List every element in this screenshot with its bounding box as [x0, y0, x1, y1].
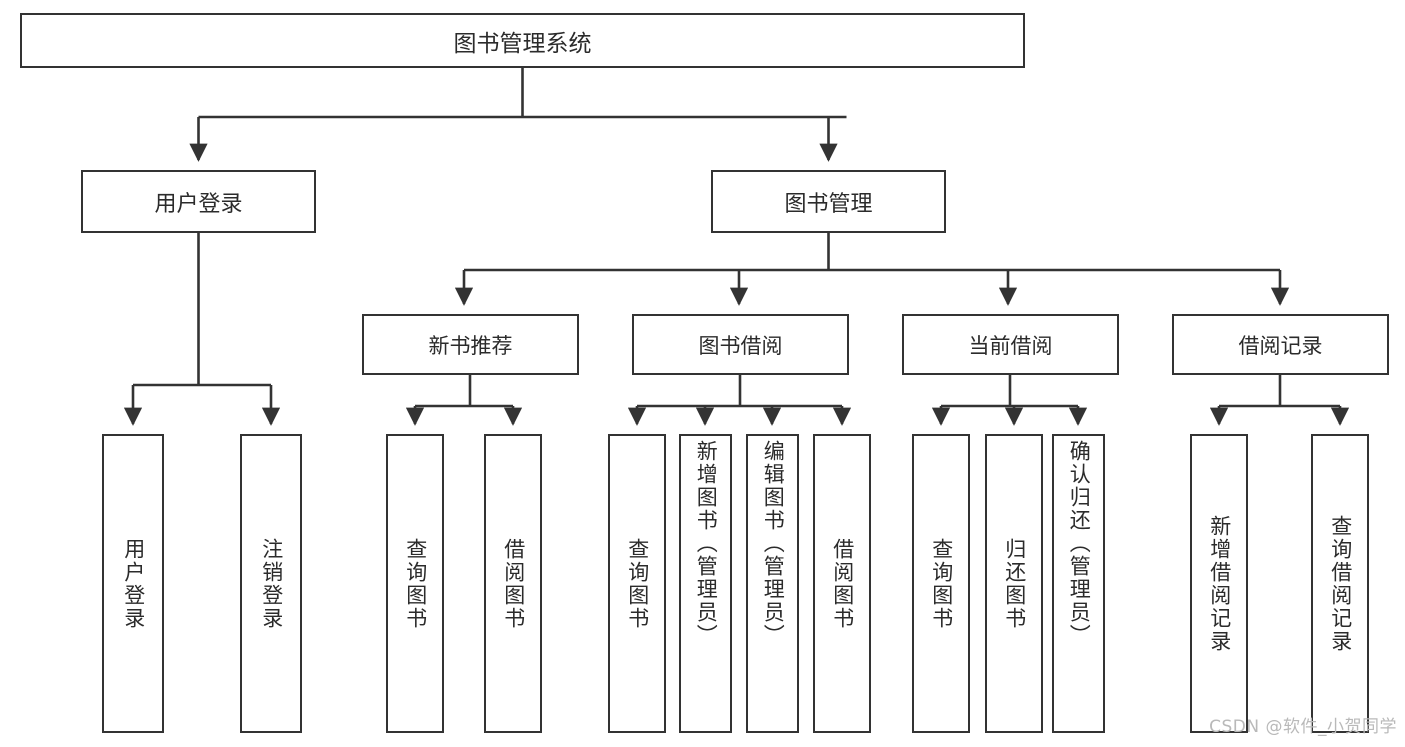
- leaf-node-add-book-admin[interactable]: 新增图书（管理员）: [679, 434, 732, 733]
- leaf-label: 新增图书（管理员）: [694, 440, 719, 647]
- leaf-label: 编辑图书（管理员）: [761, 440, 786, 647]
- node-new-book-recommendation[interactable]: 新书推荐: [362, 314, 579, 375]
- leaf-label: 归还图书: [1002, 537, 1027, 630]
- node-label: 图书管理: [784, 191, 873, 217]
- leaf-label: 查询图书: [403, 537, 428, 630]
- node-label: 图书借阅: [698, 333, 783, 358]
- leaf-label: 用户登录: [121, 537, 146, 630]
- node-label: 用户登录: [154, 191, 243, 217]
- leaf-node-add-borrow-record[interactable]: 新增借阅记录: [1190, 434, 1248, 733]
- node-label: 当前借阅: [968, 333, 1053, 358]
- leaf-node-borrow-book[interactable]: 借阅图书: [813, 434, 871, 733]
- node-root-book-management-system[interactable]: 图书管理系统: [20, 13, 1025, 68]
- leaf-node-user-login[interactable]: 用户登录: [102, 434, 164, 733]
- leaf-node-query-book-borrow[interactable]: 查询图书: [608, 434, 666, 733]
- leaf-node-confirm-return-admin[interactable]: 确认归还（管理员）: [1052, 434, 1105, 733]
- node-borrow-record[interactable]: 借阅记录: [1172, 314, 1389, 375]
- leaf-label: 确认归还（管理员）: [1067, 440, 1092, 647]
- leaf-label: 借阅图书: [501, 537, 526, 630]
- leaf-node-query-borrow-record[interactable]: 查询借阅记录: [1311, 434, 1369, 733]
- leaf-node-logout[interactable]: 注销登录: [240, 434, 302, 733]
- node-label: 图书管理系统: [453, 30, 592, 57]
- leaf-node-return-book[interactable]: 归还图书: [985, 434, 1043, 733]
- node-book-management[interactable]: 图书管理: [711, 170, 946, 233]
- leaf-label: 新增借阅记录: [1207, 514, 1232, 653]
- leaf-label: 借阅图书: [830, 537, 855, 630]
- node-book-borrow[interactable]: 图书借阅: [632, 314, 849, 375]
- leaf-label: 查询图书: [929, 537, 954, 630]
- node-label: 借阅记录: [1238, 333, 1323, 358]
- node-label: 新书推荐: [428, 333, 513, 358]
- leaf-node-borrow-book-rec[interactable]: 借阅图书: [484, 434, 542, 733]
- leaf-node-edit-book-admin[interactable]: 编辑图书（管理员）: [746, 434, 799, 733]
- leaf-node-query-book-rec[interactable]: 查询图书: [386, 434, 444, 733]
- leaf-label: 查询借阅记录: [1328, 514, 1353, 653]
- leaf-label: 注销登录: [259, 537, 284, 630]
- node-user-login[interactable]: 用户登录: [81, 170, 316, 233]
- leaf-node-query-book-current[interactable]: 查询图书: [912, 434, 970, 733]
- leaf-label: 查询图书: [625, 537, 650, 630]
- node-current-borrow[interactable]: 当前借阅: [902, 314, 1119, 375]
- csdn-watermark: CSDN @软件_小贺同学: [1209, 717, 1397, 737]
